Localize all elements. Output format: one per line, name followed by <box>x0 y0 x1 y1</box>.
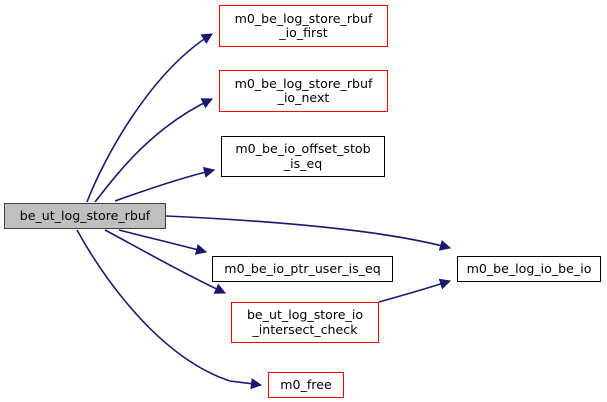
edge-rbuf-to-intersect-check <box>104 229 227 294</box>
node-label: m0_be_log_store_rbuf _io_next <box>234 75 373 105</box>
edge-intersect-check-to-log-io-be-io <box>378 278 452 303</box>
edge-rbuf-to-offset-stob <box>114 166 216 202</box>
node-label: m0_be_io_ptr_user_is_eq <box>224 260 381 276</box>
node-be-ut-log-store-rbuf[interactable]: be_ut_log_store_rbuf <box>4 203 166 229</box>
node-be-ut-log-store-io-intersect-check[interactable]: be_ut_log_store_io _intersect_check <box>231 302 379 343</box>
node-m0-be-log-store-rbuf-io-next[interactable]: m0_be_log_store_rbuf _io_next <box>219 70 388 112</box>
edge-rbuf-to-io-next <box>94 98 214 203</box>
node-m0-be-io-offset-stob-is-eq[interactable]: m0_be_io_offset_stob _is_eq <box>221 136 385 177</box>
node-label: be_ut_log_store_io _intersect_check <box>246 307 364 337</box>
node-label: m0_be_log_io_be_io <box>466 260 592 276</box>
node-m0-be-io-ptr-user-is-eq[interactable]: m0_be_io_ptr_user_is_eq <box>212 256 393 282</box>
node-m0-free[interactable]: m0_free <box>268 372 344 398</box>
node-label: m0_be_io_offset_stob _is_eq <box>235 141 371 171</box>
node-m0-be-log-store-rbuf-io-first[interactable]: m0_be_log_store_rbuf _io_first <box>219 5 388 47</box>
node-label: be_ut_log_store_rbuf <box>19 207 151 223</box>
edge-rbuf-to-m0-free <box>76 229 263 390</box>
node-m0-be-log-io-be-io[interactable]: m0_be_log_io_be_io <box>457 256 601 282</box>
edge-rbuf-to-io-first <box>86 33 213 203</box>
edge-rbuf-to-ptr-user <box>118 229 208 255</box>
node-label: m0_free <box>280 376 332 392</box>
edge-rbuf-to-log-io-be-io <box>165 215 452 251</box>
node-label: m0_be_log_store_rbuf _io_first <box>234 10 373 40</box>
